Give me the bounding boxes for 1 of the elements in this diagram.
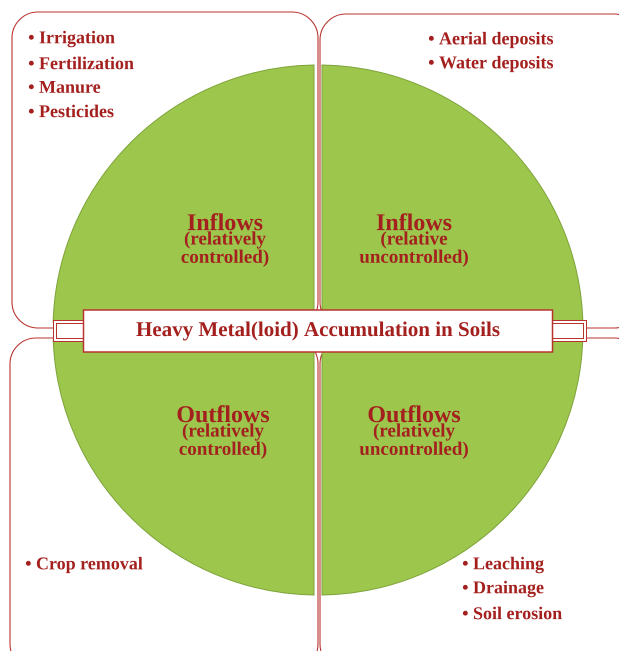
title-banner: Heavy Metal(loid) Accumulation in Soils (82, 309, 554, 353)
